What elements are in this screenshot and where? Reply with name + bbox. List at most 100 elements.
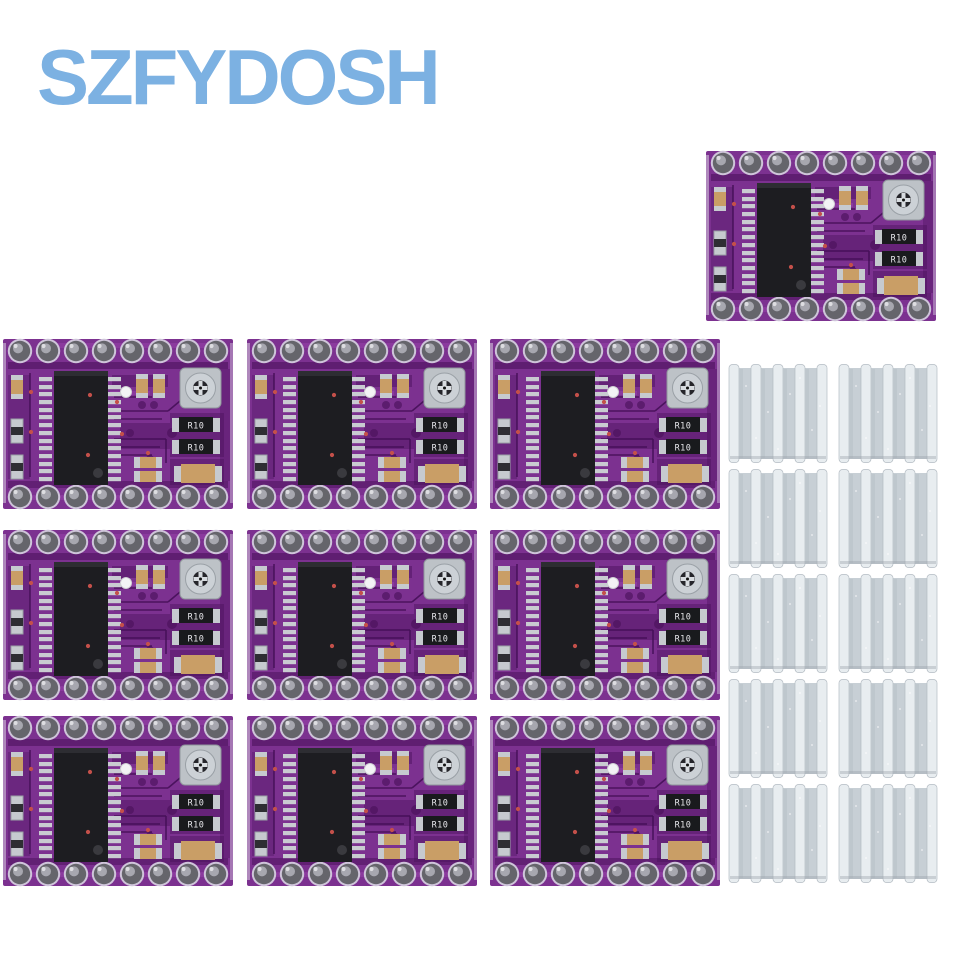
stepper-driver-board: R10 R10	[489, 335, 721, 513]
white-marker-dot	[364, 577, 376, 589]
heatsink-grooves	[850, 369, 919, 458]
white-marker-dot	[607, 577, 619, 589]
sense-resistor: R10	[659, 794, 707, 809]
sense-resistor: R10	[875, 251, 923, 266]
edge-smd-component	[713, 230, 727, 256]
sense-resistor: R10	[659, 816, 707, 831]
ic-chip	[54, 371, 108, 485]
edge-smd-component	[254, 609, 268, 635]
heatsink-fins	[838, 679, 938, 778]
heatsink-grooves	[740, 369, 809, 458]
ceramic-capacitor	[623, 565, 635, 589]
edge-smd-component	[497, 645, 511, 671]
resistor-label: R10	[188, 821, 205, 831]
ceramic-capacitor	[640, 374, 652, 398]
heatsink-fins	[728, 784, 828, 883]
heatsink-speckles	[745, 797, 821, 870]
heatsink-shading	[730, 456, 826, 459]
edge-smd-component	[497, 795, 511, 821]
sense-resistor: R10	[416, 608, 464, 623]
ceramic-capacitor	[623, 374, 635, 398]
stepper-driver-board: R10 R10	[489, 526, 721, 704]
edge-capacitor	[11, 752, 23, 776]
pcb-edge-right	[933, 155, 936, 315]
heatsink-speckles	[855, 692, 931, 765]
stepper-driver-board-graphic: R10 R10	[3, 526, 233, 704]
trim-potentiometer	[882, 179, 925, 221]
edge-capacitor	[11, 566, 23, 590]
heatsink-shading	[840, 456, 936, 459]
heatsink-fins	[838, 574, 938, 673]
ceramic-capacitor	[136, 751, 148, 775]
via-dots	[28, 389, 151, 458]
pcb-edge-left	[3, 343, 6, 503]
resistor-label: R10	[675, 613, 692, 623]
pcb-edge-left	[3, 720, 6, 880]
white-marker-dot	[364, 763, 376, 775]
via-dots	[515, 766, 638, 835]
bulk-capacitor	[174, 655, 222, 674]
ceramic-capacitor	[397, 374, 409, 398]
heatsink-shading	[840, 561, 936, 564]
trim-potentiometer	[179, 367, 222, 409]
pcb-traces	[516, 373, 668, 477]
white-marker-dot	[364, 386, 376, 398]
ceramic-capacitor	[640, 751, 652, 775]
stepper-driver-board-graphic: R10 R10	[3, 712, 233, 890]
heatsink-graphic	[728, 574, 828, 673]
stepper-driver-board: R10 R10	[489, 712, 721, 890]
stepper-driver-board: R10 R10	[246, 526, 478, 704]
stepper-driver-board: R10 R10	[2, 335, 234, 513]
resistor-label: R10	[188, 635, 205, 645]
edge-smd-component	[10, 645, 24, 671]
resistor-label: R10	[432, 799, 449, 809]
ic-chip	[541, 371, 595, 485]
ic-chip	[54, 748, 108, 862]
sense-resistor: R10	[172, 794, 220, 809]
ic-chip	[541, 748, 595, 862]
ceramic-capacitor	[621, 662, 649, 673]
ceramic-capacitor	[378, 848, 406, 859]
edge-smd-component	[254, 831, 268, 857]
heatsink-fins	[728, 364, 828, 463]
heatsink-graphic	[728, 364, 828, 463]
pcb-edge-left	[490, 720, 493, 880]
edge-capacitor	[255, 752, 267, 776]
ceramic-capacitor	[378, 834, 406, 845]
stepper-driver-board: R10 R10	[2, 526, 234, 704]
heatsink-grooves	[850, 579, 919, 668]
resistor-label: R10	[188, 799, 205, 809]
pcb-edge-right	[474, 720, 477, 880]
resistor-label: R10	[675, 799, 692, 809]
heatsink-shading	[730, 771, 826, 774]
ceramic-capacitor	[378, 662, 406, 673]
sense-resistor: R10	[172, 608, 220, 623]
heatsink-shading	[840, 771, 936, 774]
pcb-edge-left	[706, 155, 709, 315]
white-marker-dot	[823, 198, 835, 210]
pcb-traces	[29, 564, 181, 668]
resistor-label: R10	[188, 613, 205, 623]
aluminum-heatsink	[838, 784, 938, 884]
ceramic-capacitor	[856, 186, 868, 210]
edge-smd-component	[254, 454, 268, 480]
edge-smd-component	[10, 795, 24, 821]
heatsink-shading	[730, 876, 826, 879]
pcb-edge-right	[717, 534, 720, 694]
pcb-edge-right	[717, 343, 720, 503]
sense-resistor: R10	[659, 439, 707, 454]
pcb-traces	[516, 750, 668, 854]
stepper-driver-board-graphic: R10 R10	[490, 712, 720, 890]
bulk-capacitor	[877, 276, 925, 295]
ceramic-capacitor	[837, 283, 865, 294]
heatsink-graphic	[838, 574, 938, 673]
heatsink-speckles	[745, 587, 821, 660]
edge-capacitor	[498, 752, 510, 776]
heatsink-speckles	[855, 587, 931, 660]
ceramic-capacitor	[397, 565, 409, 589]
resistor-label: R10	[675, 635, 692, 645]
heatsink-graphic	[728, 469, 828, 568]
resistor-label: R10	[891, 256, 908, 266]
resistor-label: R10	[675, 444, 692, 454]
